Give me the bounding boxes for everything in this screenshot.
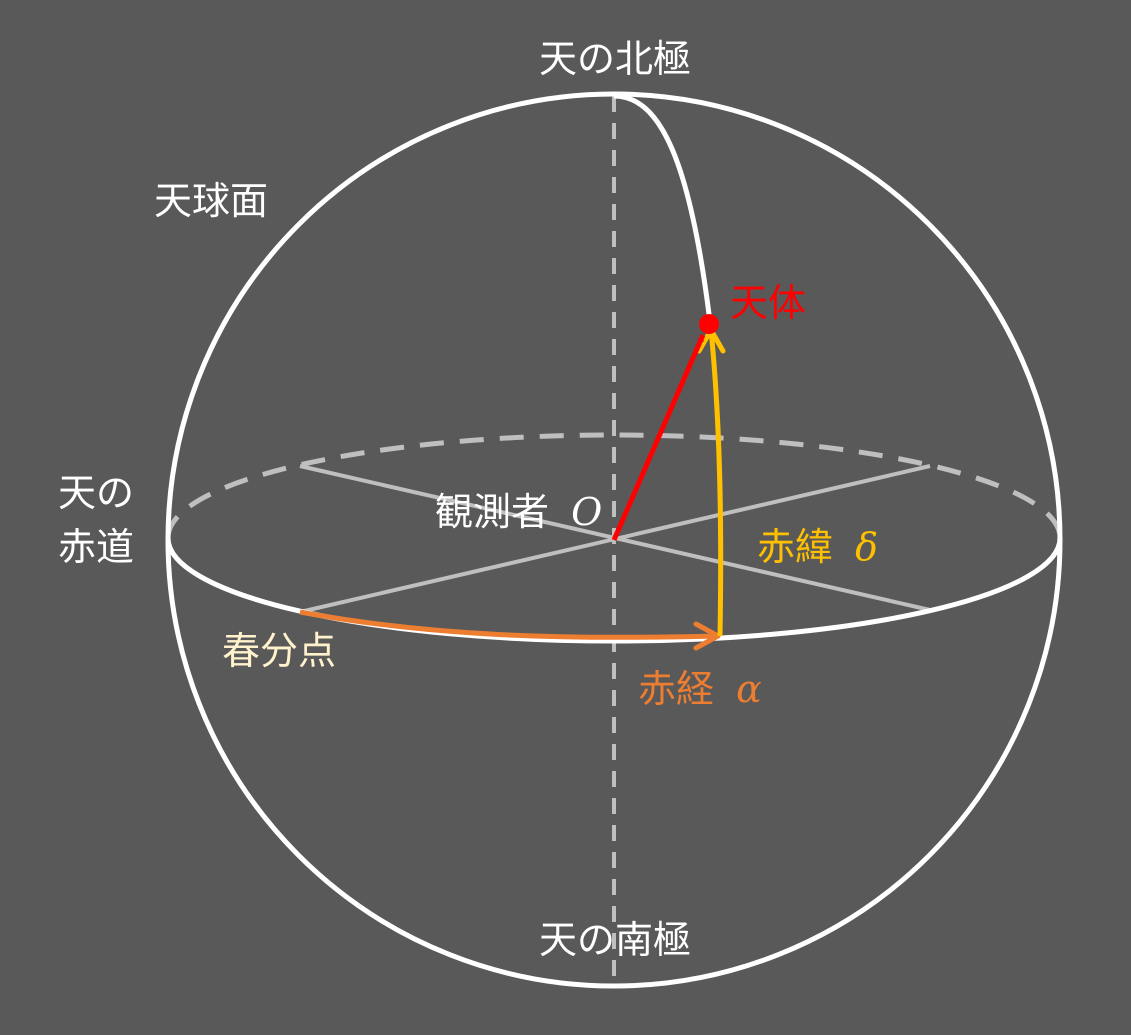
observer-star-vector <box>611 334 706 541</box>
vernal-equinox-label: 春分点 <box>222 629 336 673</box>
right-ascension-symbol: α <box>736 667 762 711</box>
declination-arc <box>708 329 724 637</box>
celestial-equator-label-line2: 赤道 <box>58 525 134 569</box>
declination-label-text: 赤緯 <box>757 525 833 569</box>
right-ascension-arrowhead <box>693 621 721 651</box>
celestial-equator-label-line1: 天の <box>58 471 134 515</box>
star-label: 天体 <box>730 281 806 325</box>
north-pole-label: 天の北極 <box>539 37 691 81</box>
declination-label: 赤緯 δ <box>757 525 878 569</box>
observer-label: 観測者 O <box>435 490 602 534</box>
equator-front <box>165 537 1063 644</box>
right-ascension-label-text: 赤経 <box>638 667 714 711</box>
south-pole-label: 天の南極 <box>539 918 691 962</box>
observer-label-text: 観測者 <box>435 490 549 534</box>
celestial-sphere-label: 天球面 <box>154 179 268 223</box>
right-ascension-arc <box>299 609 719 640</box>
star-point <box>699 314 719 334</box>
declination-symbol: δ <box>855 525 878 569</box>
right-ascension-label: 赤経 α <box>638 667 762 711</box>
observer-symbol: O <box>571 490 602 534</box>
hour-circle <box>613 93 713 323</box>
